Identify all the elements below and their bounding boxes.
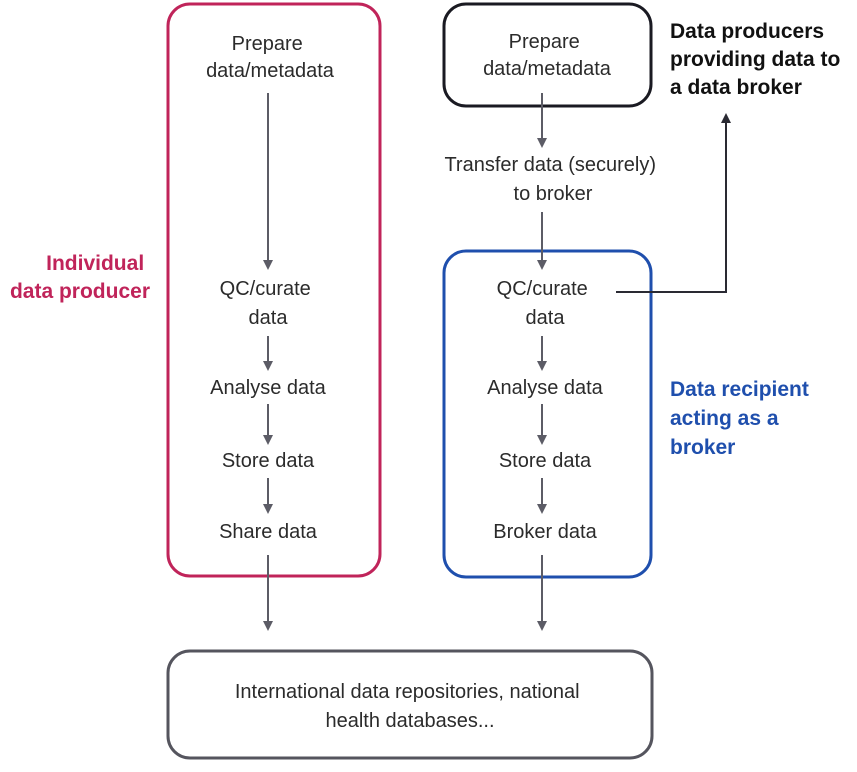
right-prepare-node: Prepare data/metadata: [483, 31, 612, 80]
broker-label: Data recipient acting as a broker: [670, 378, 815, 459]
right-qc-node: QC/curate data: [497, 278, 594, 329]
left-store-node: Store data: [222, 450, 315, 472]
producers-label: Data producers providing data to a data …: [670, 20, 846, 99]
repositories-node: International data repositories, nationa…: [235, 681, 585, 732]
broker-box: [442, 249, 653, 579]
right-broker-node: Broker data: [493, 521, 597, 543]
right-transfer-node: Transfer data (securely) to broker: [444, 154, 661, 205]
right-store-node: Store data: [499, 450, 592, 472]
repositories-box: [166, 649, 654, 760]
arrow-qc-to-producers: [616, 113, 731, 293]
individual-producer-label: Individual data producer: [10, 252, 150, 303]
individual-producer-box: [166, 2, 382, 578]
left-prepare-node: Prepare data/metadata: [206, 33, 335, 82]
left-share-node: Share data: [219, 521, 318, 543]
prepare-producers-box: [442, 2, 653, 108]
left-qc-node: QC/curate data: [220, 278, 317, 329]
right-analyse-node: Analyse data: [487, 377, 604, 399]
left-analyse-node: Analyse data: [210, 377, 327, 399]
